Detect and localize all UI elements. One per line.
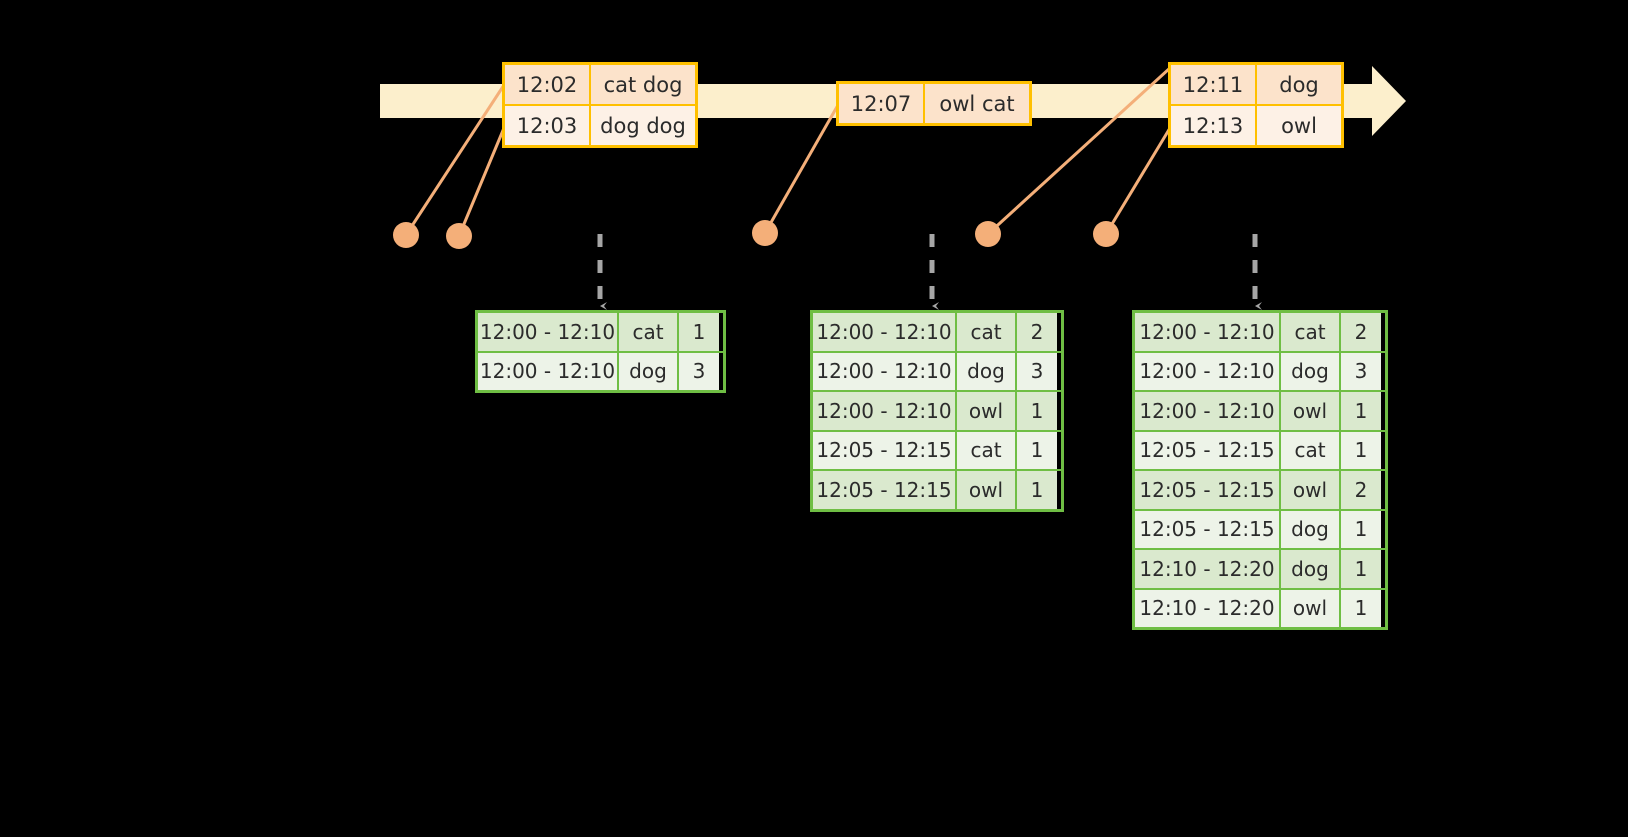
window-cell: 12:05 - 12:15: [813, 431, 957, 469]
event-timestamp: 12:13: [1171, 106, 1257, 145]
window-cell: 12:05 - 12:15: [1135, 471, 1281, 509]
word-cell: dog: [1281, 352, 1341, 390]
event-timestamp: 12:02: [505, 65, 591, 104]
count-cell: 2: [1341, 313, 1381, 351]
event-timestamp: 12:07: [839, 84, 925, 123]
window-cell: 12:05 - 12:15: [813, 471, 957, 509]
window-cell: 12:10 - 12:20: [1135, 550, 1281, 588]
event-dot-2: [446, 223, 472, 249]
count-cell: 1: [1017, 471, 1057, 509]
window-cell: 12:00 - 12:10: [813, 352, 957, 390]
word-cell: owl: [1281, 392, 1341, 430]
word-cell: dog: [957, 352, 1017, 390]
window-cell: 12:00 - 12:10: [478, 352, 619, 390]
count-cell: 3: [679, 352, 719, 390]
event-dot-4: [975, 221, 1001, 247]
word-cell: cat: [619, 313, 679, 351]
window-cell: 12:10 - 12:20: [1135, 589, 1281, 627]
connector-line-1: [404, 84, 506, 236]
event-words: owl: [1257, 106, 1341, 145]
count-cell: 1: [1341, 510, 1381, 548]
count-cell: 2: [1017, 313, 1057, 351]
event-words: cat dog: [591, 65, 695, 104]
event-words: owl cat: [925, 84, 1029, 123]
window-cell: 12:00 - 12:10: [1135, 313, 1281, 351]
count-cell: 1: [679, 313, 719, 351]
count-cell: 2: [1341, 471, 1381, 509]
event-words: dog: [1257, 65, 1341, 104]
event-timestamp: 12:11: [1171, 65, 1257, 104]
word-cell: cat: [1281, 313, 1341, 351]
word-cell: dog: [1281, 510, 1341, 548]
count-cell: 1: [1017, 431, 1057, 469]
connector-line-5: [1104, 127, 1172, 235]
count-cell: 1: [1017, 392, 1057, 430]
event-dot-5: [1093, 221, 1119, 247]
connector-line-3: [763, 104, 840, 234]
connector-line-2: [457, 127, 506, 237]
count-cell: 3: [1017, 352, 1057, 390]
word-cell: cat: [957, 431, 1017, 469]
window-cell: 12:00 - 12:10: [1135, 352, 1281, 390]
word-cell: cat: [1281, 431, 1341, 469]
window-cell: 12:00 - 12:10: [813, 392, 957, 430]
event-dot-1: [393, 222, 419, 248]
window-cell: 12:00 - 12:10: [813, 313, 957, 351]
count-cell: 3: [1341, 352, 1381, 390]
event-timestamp: 12:03: [505, 106, 591, 145]
word-cell: owl: [957, 392, 1017, 430]
word-cell: owl: [957, 471, 1017, 509]
trigger-arrows: [597, 234, 1262, 310]
word-cell: owl: [1281, 471, 1341, 509]
word-cell: dog: [619, 352, 679, 390]
word-cell: cat: [957, 313, 1017, 351]
count-cell: 1: [1341, 392, 1381, 430]
word-cell: dog: [1281, 550, 1341, 588]
window-cell: 12:00 - 12:10: [1135, 392, 1281, 430]
count-cell: 1: [1341, 589, 1381, 627]
count-cell: 1: [1341, 550, 1381, 588]
window-cell: 12:00 - 12:10: [478, 313, 619, 351]
event-dot-3: [752, 220, 778, 246]
word-cell: owl: [1281, 589, 1341, 627]
window-cell: 12:05 - 12:15: [1135, 510, 1281, 548]
window-cell: 12:05 - 12:15: [1135, 431, 1281, 469]
event-words: dog dog: [591, 106, 695, 145]
event-dots: [393, 220, 1119, 249]
count-cell: 1: [1341, 431, 1381, 469]
